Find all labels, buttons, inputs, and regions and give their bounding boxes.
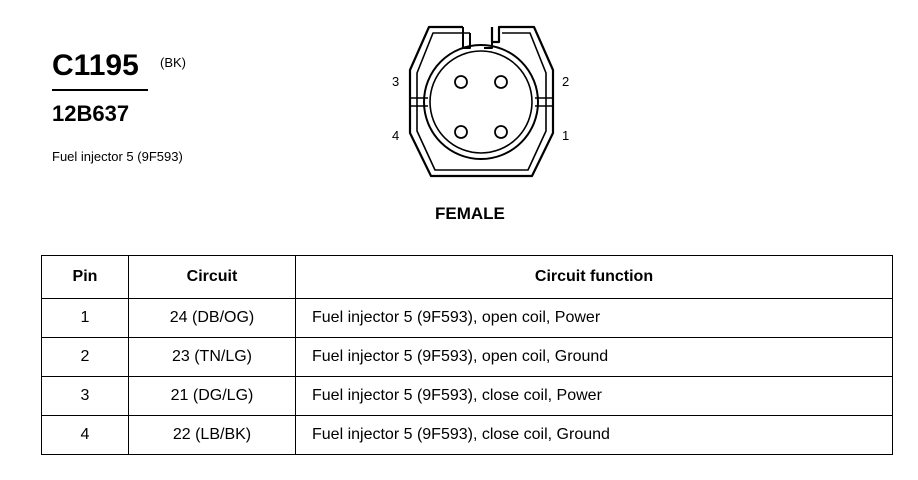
- circuit-cell: 23 (TN/LG): [128, 337, 296, 377]
- keying-slot: [462, 27, 500, 49]
- pin-cavity-1: [494, 125, 508, 139]
- circuit-cell: 21 (DG/LG): [128, 376, 296, 416]
- pinout-table: Pin Circuit Circuit function 1 24 (DB/OG…: [41, 255, 893, 455]
- table-row: 1 24 (DB/OG) Fuel injector 5 (9F593), op…: [41, 298, 893, 338]
- pin-cavity-4: [454, 125, 468, 139]
- connector-description: Fuel injector 5 (9F593): [52, 149, 183, 164]
- pin-label-2: 2: [562, 74, 569, 89]
- table-row: 4 22 (LB/BK) Fuel injector 5 (9F593), cl…: [41, 415, 893, 455]
- pin-cavity-2: [494, 75, 508, 89]
- circuit-function-cell: Fuel injector 5 (9F593), close coil, Pow…: [295, 376, 893, 416]
- circuit-cell: 24 (DB/OG): [128, 298, 296, 338]
- connector-housing-inner: [416, 32, 547, 171]
- column-header-circuit-function: Circuit function: [295, 255, 893, 299]
- table-row: 3 21 (DG/LG) Fuel injector 5 (9F593), cl…: [41, 376, 893, 416]
- column-header-pin: Pin: [41, 255, 129, 299]
- connector-housing-outer: [408, 25, 555, 178]
- circuit-function-cell: Fuel injector 5 (9F593), open coil, Powe…: [295, 298, 893, 338]
- pin-cell: 1: [41, 298, 129, 338]
- circuit-function-cell: Fuel injector 5 (9F593), open coil, Grou…: [295, 337, 893, 377]
- title-underline: [52, 89, 148, 91]
- column-header-circuit: Circuit: [128, 255, 296, 299]
- pin-cell: 4: [41, 415, 129, 455]
- connector-color: (BK): [160, 55, 186, 70]
- latch-notch-left: [410, 97, 428, 107]
- table-header-row: Pin Circuit Circuit function: [41, 255, 893, 299]
- pin-label-4: 4: [392, 128, 399, 143]
- connector-gender-label: FEMALE: [435, 204, 505, 223]
- pin-label-1: 1: [562, 128, 569, 143]
- circuit-cell: 22 (LB/BK): [128, 415, 296, 455]
- socket-ring-inner: [429, 50, 533, 154]
- part-number: 12B637: [52, 101, 130, 126]
- table-row: 2 23 (TN/LG) Fuel injector 5 (9F593), op…: [41, 337, 893, 377]
- connector-face-diagram: 3 2 4 1: [392, 25, 569, 178]
- connector-id: C1195: [52, 49, 139, 82]
- pin-cell: 2: [41, 337, 129, 377]
- pin-label-3: 3: [392, 74, 399, 89]
- pin-cavity-3: [454, 75, 468, 89]
- circuit-function-cell: Fuel injector 5 (9F593), close coil, Gro…: [295, 415, 893, 455]
- socket-ring-outer: [423, 44, 539, 160]
- pin-cell: 3: [41, 376, 129, 416]
